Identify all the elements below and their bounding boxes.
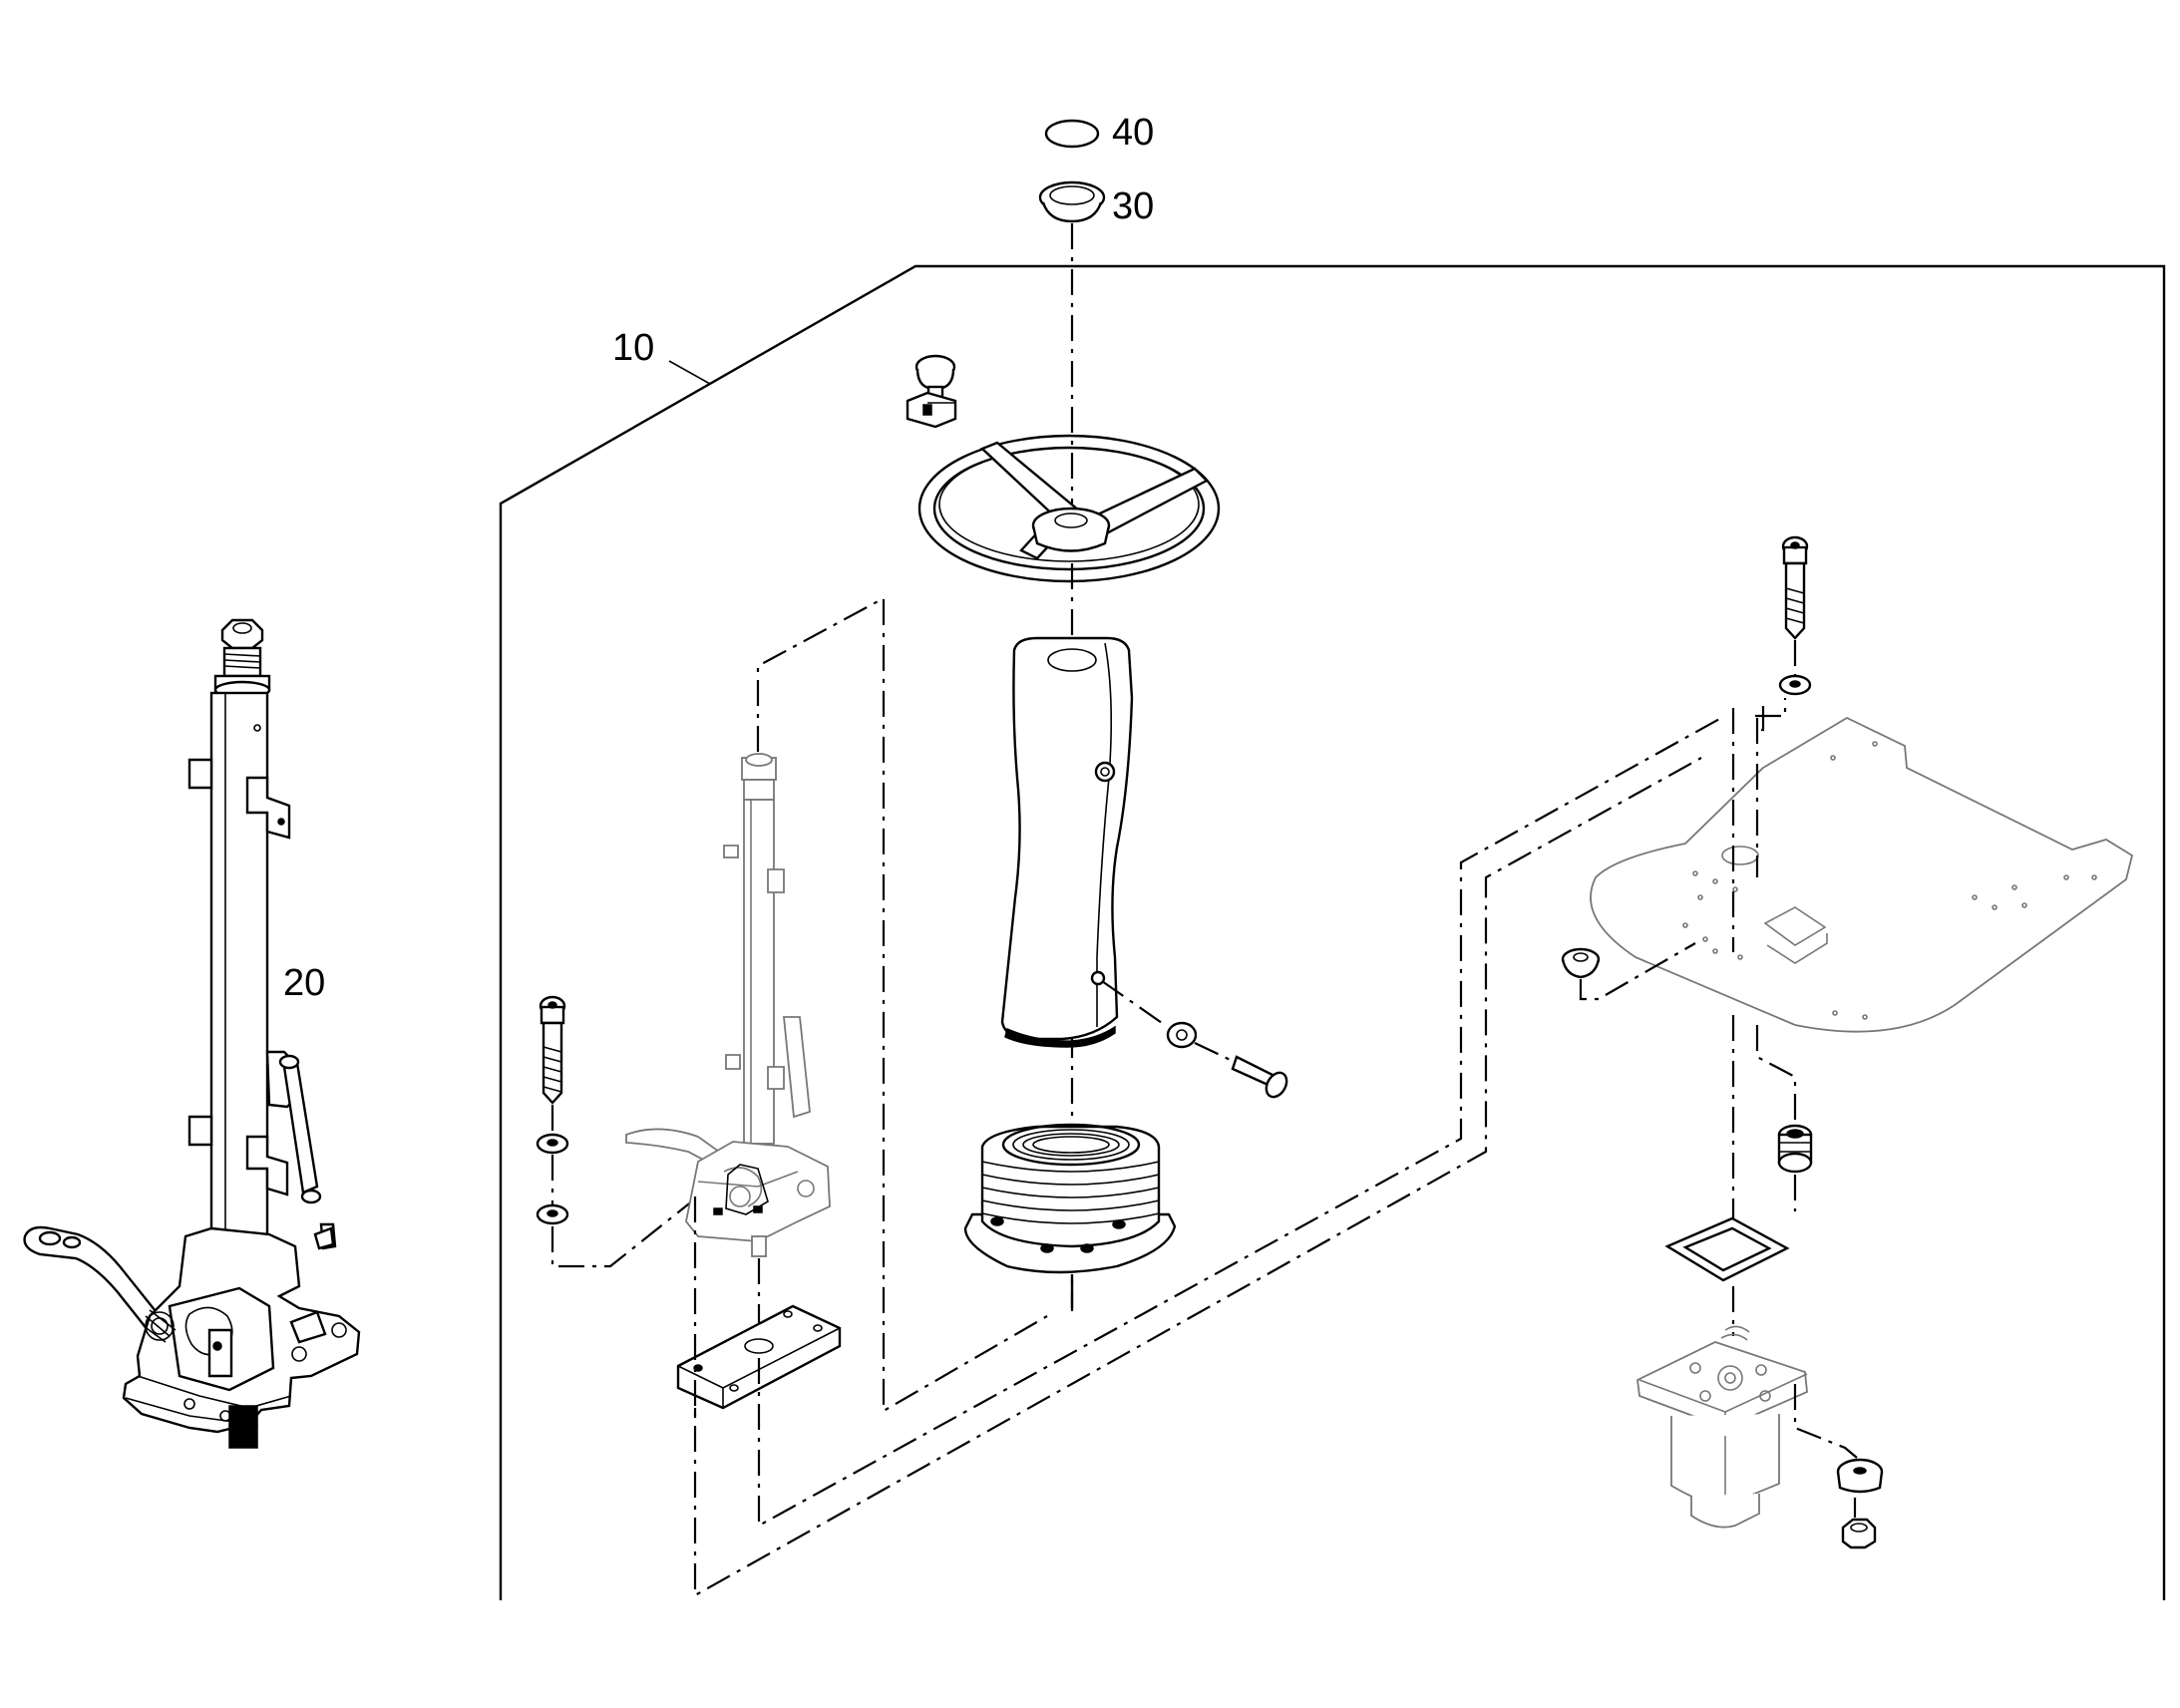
kit-boundary-frame xyxy=(499,264,2166,1600)
column-cover-icon xyxy=(1000,636,1134,1048)
steering-column-assembly-icon xyxy=(23,618,361,1449)
floor-plate-icon xyxy=(1590,716,2134,1033)
spacer-plate-icon xyxy=(676,717,1722,1597)
spinner-knob-icon xyxy=(906,354,957,429)
bolt-icon xyxy=(1753,535,1812,732)
square-seal-icon xyxy=(1664,1216,1790,1336)
steering-wheel-icon xyxy=(917,434,1221,583)
callout-10[interactable]: 10 xyxy=(612,327,654,369)
steering-column-assembly-icon xyxy=(625,596,1048,1413)
cap-ring-icon xyxy=(1044,119,1100,149)
bellows-boot-icon xyxy=(963,1123,1177,1308)
washer-icon xyxy=(1561,942,1696,1001)
hydraulic-steering-unit-icon xyxy=(1636,1325,1858,1529)
plate-axis-lines xyxy=(1731,708,1797,1236)
rubber-bushing-icon xyxy=(1777,1124,1813,1211)
cap-icon xyxy=(1038,180,1106,223)
callout-40[interactable]: 40 xyxy=(1112,112,1154,154)
nut-washer-icon xyxy=(1836,1458,1884,1549)
bolt-icon xyxy=(536,995,699,1268)
callout-20[interactable]: 20 xyxy=(283,962,325,1004)
callout-30[interactable]: 30 xyxy=(1112,185,1154,227)
bolt-icon xyxy=(1101,980,1288,1099)
